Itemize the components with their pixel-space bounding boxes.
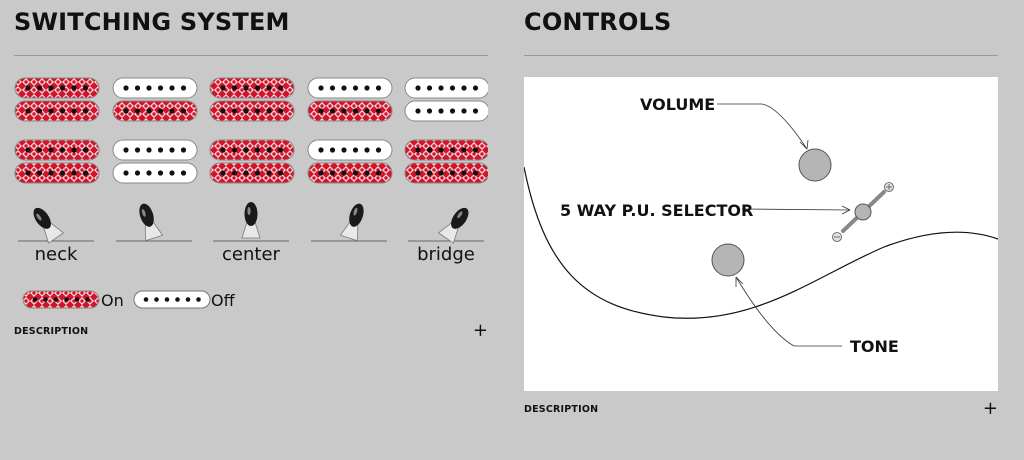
switch-tip [408, 207, 484, 244]
coil-on [209, 100, 295, 122]
tone-callout: TONE [850, 337, 899, 356]
coil-on [14, 77, 100, 99]
description-toggle-controls[interactable]: DESCRIPTION + [524, 400, 998, 418]
section-divider [524, 55, 998, 56]
switching-system-section: SWITCHING SYSTEM neck center bridge On O… [14, 0, 488, 460]
legend-off-swatch [133, 290, 211, 309]
coil-off [404, 77, 488, 99]
controls-section: CONTROLS VOLUME 5 WAY P.U. SELECTOR TO [524, 0, 998, 460]
coil-on [404, 139, 488, 161]
coil-on [307, 100, 393, 122]
description-toggle-switching[interactable]: DESCRIPTION + [14, 322, 488, 340]
volume-callout: VOLUME [640, 95, 716, 114]
switch-tip [311, 203, 387, 242]
position-label-bridge: bridge [417, 244, 475, 265]
switch-row [18, 202, 484, 244]
controls-title: CONTROLS [524, 8, 672, 36]
coil-on [112, 100, 198, 122]
position-label-neck: neck [34, 244, 78, 265]
legend-on-swatch [22, 290, 100, 309]
position-label-center: center [222, 244, 280, 265]
coil-on [14, 162, 100, 184]
coil-off [112, 139, 198, 161]
coil-off [112, 77, 198, 99]
legend [22, 290, 211, 309]
switch-tip [18, 207, 94, 244]
coil-off [404, 100, 488, 122]
legend-off-label: Off [211, 291, 235, 310]
legend-on-label: On [101, 291, 124, 310]
controls-diagram: VOLUME 5 WAY P.U. SELECTOR TONE [524, 77, 998, 391]
volume-knob [798, 148, 832, 182]
switch-tip [213, 202, 289, 242]
description-label: DESCRIPTION [14, 325, 89, 337]
selector-switch [854, 203, 872, 221]
description-label: DESCRIPTION [524, 403, 599, 415]
coil-on [404, 162, 488, 184]
coil-off [307, 139, 393, 161]
switch-tip [116, 203, 192, 242]
pickup-diagram [14, 77, 488, 244]
coil-on [209, 77, 295, 99]
coil-on [14, 100, 100, 122]
guitar-body-outline [524, 103, 998, 347]
plus-icon[interactable]: + [472, 320, 488, 341]
coil-grid [14, 77, 488, 184]
coil-off [307, 77, 393, 99]
coil-off [112, 162, 198, 184]
switching-system-title: SWITCHING SYSTEM [14, 8, 290, 36]
coil-on [209, 139, 295, 161]
coil-on [209, 162, 295, 184]
plus-icon[interactable]: + [982, 398, 998, 419]
coil-on [14, 139, 100, 161]
tone-knob [711, 243, 745, 277]
selector-callout: 5 WAY P.U. SELECTOR [560, 201, 754, 220]
section-divider [14, 55, 488, 56]
coil-on [307, 162, 393, 184]
